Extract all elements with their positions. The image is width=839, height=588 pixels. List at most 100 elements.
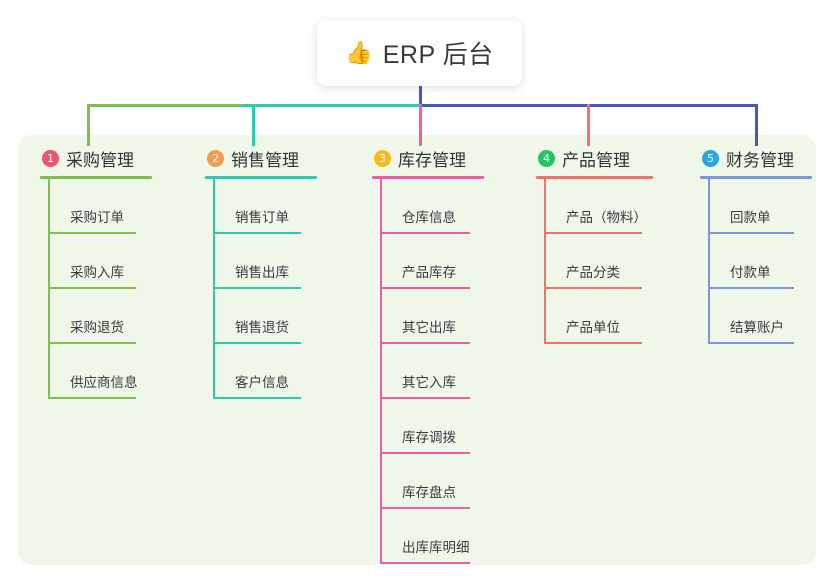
list-item-rule — [48, 342, 136, 344]
list-item[interactable]: 销售退货 — [213, 289, 317, 344]
list-item-rule — [213, 397, 301, 399]
list-item-label: 其它入库 — [402, 375, 456, 390]
list-item-rule — [380, 342, 470, 344]
column-items: 产品（物料） 产品分类产品单位 — [544, 179, 653, 344]
column-items: 仓库信息产品库存其它出库其它入库库存调拨库存盘点出库库明细 — [380, 179, 484, 564]
column-title: 销售管理 — [231, 150, 299, 170]
content-panel — [18, 135, 816, 565]
list-item-rule — [380, 452, 470, 454]
column-items: 采购订单采购入库采购退货供应商信息 — [48, 179, 152, 399]
list-item[interactable]: 采购订单 — [48, 179, 152, 234]
column-header-1[interactable]: 1 采购管理 — [40, 146, 152, 170]
list-item[interactable]: 产品单位 — [544, 289, 653, 344]
list-item-label: 采购入库 — [70, 265, 124, 280]
list-item-label: 回款单 — [730, 210, 771, 225]
drop-connector-1 — [87, 104, 90, 146]
list-item-rule — [380, 232, 470, 234]
root-title: ERP 后台 — [382, 41, 494, 69]
drop-connector-5 — [755, 104, 758, 146]
list-item-rule — [380, 562, 470, 564]
list-item-label: 产品分类 — [566, 265, 620, 280]
list-item-rule — [544, 287, 642, 289]
column-title: 采购管理 — [66, 150, 134, 170]
list-item-label: 销售订单 — [235, 210, 289, 225]
list-item-label: 产品库存 — [402, 265, 456, 280]
drop-connector-4 — [587, 104, 590, 146]
column-1: 1 采购管理采购订单采购入库采购退货供应商信息 — [40, 146, 152, 399]
column-badge-3: 3 — [374, 149, 391, 167]
list-item-rule — [380, 507, 470, 509]
column-items: 回款单付款单结算账户 — [708, 179, 812, 344]
column-3: 3 库存管理仓库信息产品库存其它出库其它入库库存调拨库存盘点出库库明细 — [372, 146, 484, 564]
list-item[interactable]: 销售出库 — [213, 234, 317, 289]
list-item[interactable]: 仓库信息 — [380, 179, 484, 234]
list-item-label: 销售退货 — [235, 320, 289, 335]
list-item-rule — [544, 342, 642, 344]
list-item-rule — [48, 287, 136, 289]
column-header-rule — [205, 176, 317, 179]
bus-segment-2 — [242, 104, 419, 107]
list-item[interactable]: 产品库存 — [380, 234, 484, 289]
column-header-rule — [700, 176, 812, 179]
trunk-connector — [419, 86, 422, 105]
list-item-rule — [380, 287, 470, 289]
list-item[interactable]: 产品分类 — [544, 234, 653, 289]
column-4: 4 产品管理产品（物料） 产品分类产品单位 — [536, 146, 653, 344]
column-badge-4: 4 — [538, 149, 555, 167]
list-item[interactable]: 销售订单 — [213, 179, 317, 234]
list-item-label: 产品（物料） — [566, 210, 647, 225]
list-item-label: 供应商信息 — [70, 375, 138, 390]
column-spine — [380, 179, 382, 564]
list-item[interactable]: 回款单 — [708, 179, 812, 234]
list-item-label: 库存调拨 — [402, 430, 456, 445]
column-header-3[interactable]: 3 库存管理 — [372, 146, 484, 170]
list-item-rule — [544, 232, 642, 234]
list-item-rule — [708, 232, 794, 234]
list-item[interactable]: 客户信息 — [213, 344, 317, 399]
list-item-label: 结算账户 — [730, 320, 784, 335]
list-item-rule — [213, 342, 301, 344]
column-spine — [544, 179, 546, 344]
list-item[interactable]: 产品（物料） — [544, 179, 653, 234]
list-item[interactable]: 其它入库 — [380, 344, 484, 399]
column-spine — [48, 179, 50, 399]
list-item[interactable]: 采购入库 — [48, 234, 152, 289]
list-item[interactable]: 采购退货 — [48, 289, 152, 344]
list-item-label: 其它出库 — [402, 320, 456, 335]
list-item[interactable]: 结算账户 — [708, 289, 812, 344]
list-item[interactable]: 库存调拨 — [380, 399, 484, 454]
list-item-rule — [48, 397, 136, 399]
list-item-label: 库存盘点 — [402, 485, 456, 500]
list-item-rule — [708, 342, 794, 344]
column-header-rule — [40, 176, 152, 179]
column-title: 产品管理 — [562, 150, 630, 170]
list-item-rule — [48, 232, 136, 234]
list-item[interactable]: 付款单 — [708, 234, 812, 289]
column-title: 库存管理 — [398, 150, 466, 170]
list-item[interactable]: 出库库明细 — [380, 509, 484, 564]
column-header-4[interactable]: 4 产品管理 — [536, 146, 653, 170]
thumbs-up-icon: 👍 — [345, 40, 373, 65]
column-badge-1: 1 — [42, 149, 59, 167]
column-items: 销售订单销售出库销售退货客户信息 — [213, 179, 317, 399]
list-item-rule — [380, 397, 470, 399]
root-node-card[interactable]: 👍 ERP 后台 — [317, 20, 522, 86]
list-item-label: 出库库明细 — [402, 540, 470, 555]
list-item-label: 采购退货 — [70, 320, 124, 335]
list-item-label: 采购订单 — [70, 210, 124, 225]
list-item[interactable]: 供应商信息 — [48, 344, 152, 399]
list-item[interactable]: 其它出库 — [380, 289, 484, 344]
list-item-label: 仓库信息 — [402, 210, 456, 225]
list-item-label: 客户信息 — [235, 375, 289, 390]
list-item[interactable]: 库存盘点 — [380, 454, 484, 509]
column-title: 财务管理 — [726, 150, 794, 170]
list-item-label: 产品单位 — [566, 320, 620, 335]
list-item-rule — [213, 232, 301, 234]
column-spine — [708, 179, 710, 344]
drop-connector-2 — [252, 104, 255, 146]
